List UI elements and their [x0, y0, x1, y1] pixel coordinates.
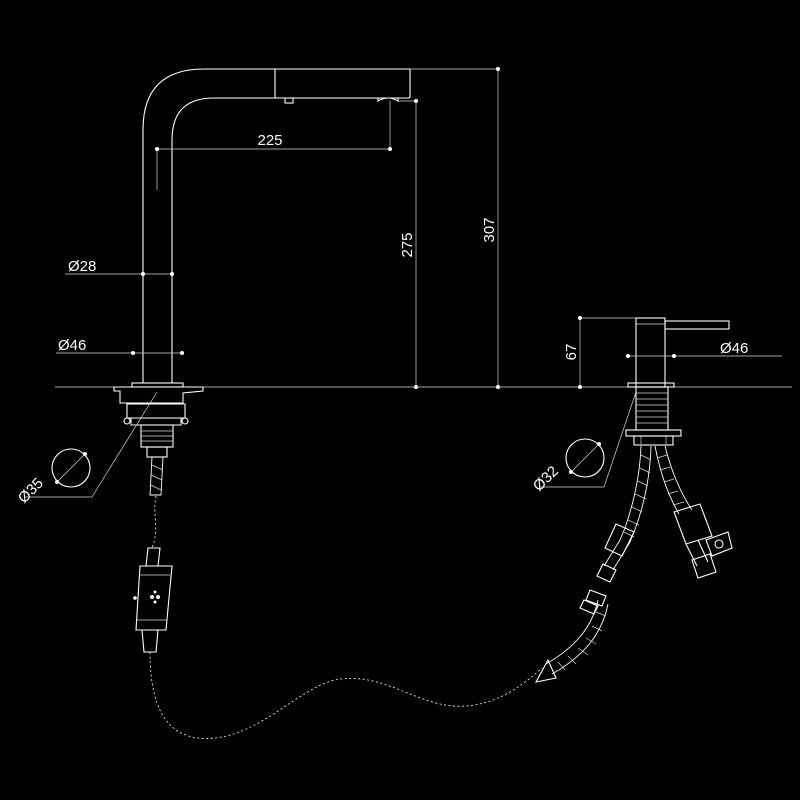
dimension-label-outlet-height: 275: [399, 232, 416, 257]
dimension-spout-reach: 225: [155, 101, 392, 190]
flexible-hoses: [534, 445, 733, 683]
dimension-label-lever-base-diameter: Ø46: [720, 340, 748, 357]
control-box: [133, 547, 173, 653]
dimension-label-total-height: 307: [481, 217, 498, 242]
lever-mounting-thread: [625, 386, 682, 446]
dimension-lever-base-diameter: Ø46: [626, 340, 782, 358]
dimension-lever-height: 67: [563, 316, 636, 389]
spout-mounting-thread: [123, 403, 189, 496]
dimension-label-reach: 225: [257, 132, 282, 149]
dimension-label-lever-height: 67: [563, 344, 580, 361]
dimension-outlet-height: 275: [398, 99, 418, 389]
dimension-label-lever-thread-diameter: Ø32: [530, 463, 562, 495]
spout-body: [113, 68, 411, 404]
dimension-spout-thread-diameter: Ø35: [15, 391, 158, 507]
dimension-lever-thread-diameter: Ø32: [530, 391, 637, 495]
connection-cable: [149, 651, 543, 739]
dimension-tube-diameter: Ø28: [65, 258, 174, 276]
dimension-total-height: 307: [410, 67, 500, 389]
dimension-label-spout-thread-diameter: Ø35: [15, 475, 47, 507]
dimension-spout-base-diameter: Ø46: [56, 337, 184, 355]
dimension-label-spout-base-diameter: Ø46: [58, 337, 86, 354]
sensor-cable: [151, 495, 157, 549]
lever-body: [627, 317, 730, 388]
dimension-label-tube-diameter: Ø28: [68, 258, 96, 275]
